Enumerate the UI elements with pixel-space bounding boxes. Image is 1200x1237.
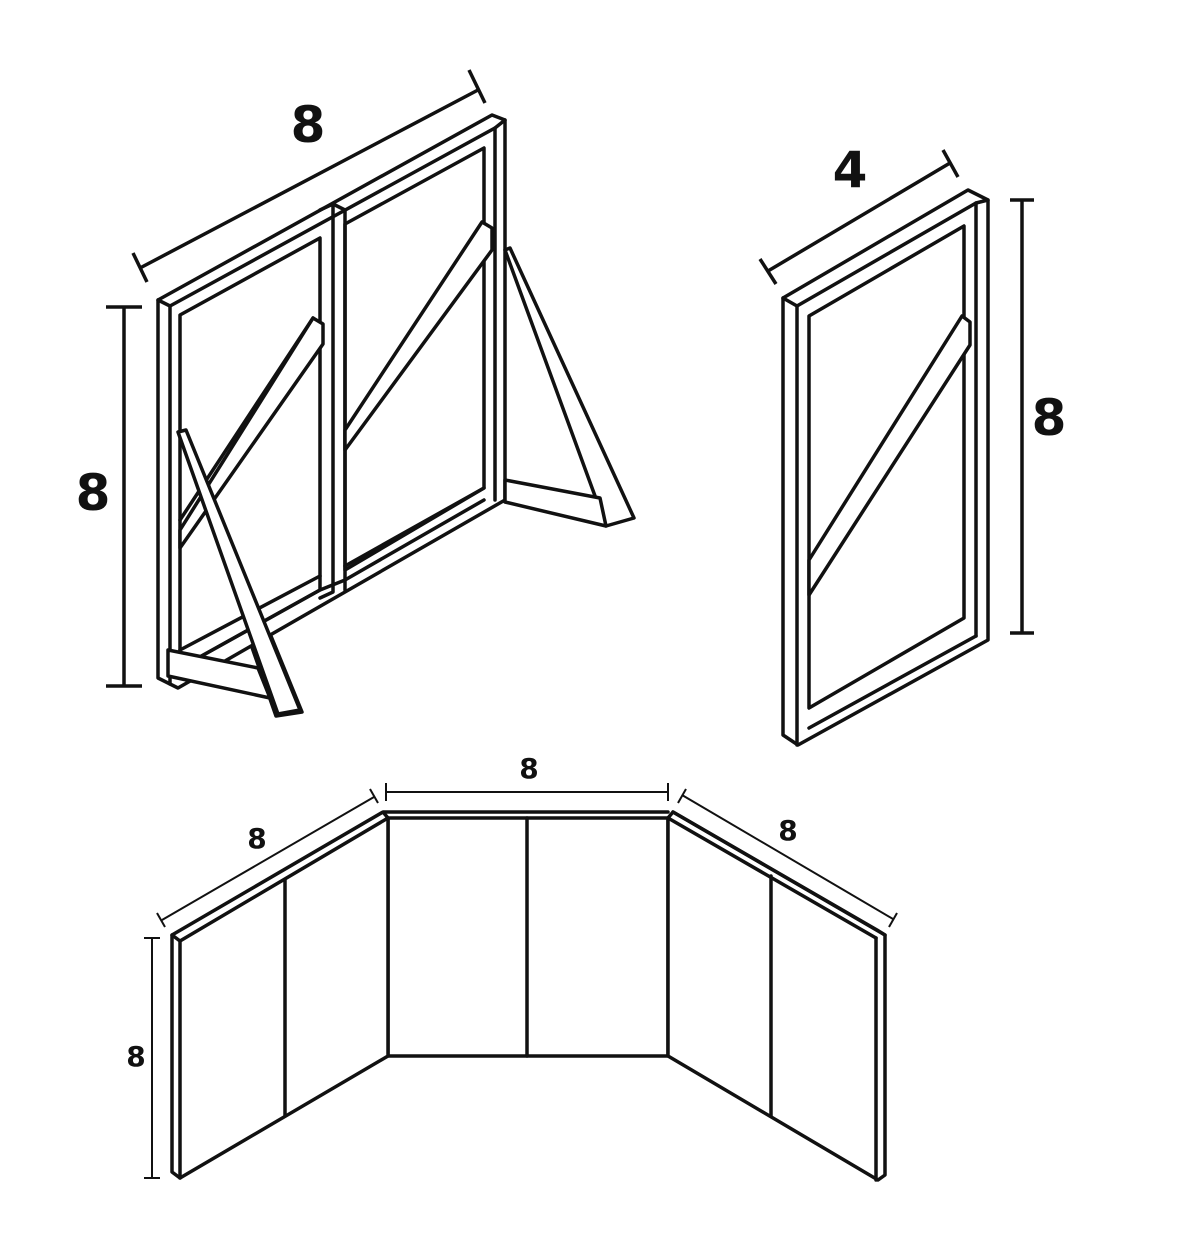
booth-center-width-dimension xyxy=(385,783,669,801)
booth-walls xyxy=(170,810,887,1182)
left-foot xyxy=(166,648,272,700)
single-panel-brace xyxy=(807,314,972,597)
booth-left-width-label: 8 xyxy=(247,822,266,855)
single-panel-height-dimension xyxy=(1010,198,1034,635)
booth-height-label: 8 xyxy=(126,1040,145,1073)
right-wall xyxy=(666,810,887,1182)
double-panel-height-dimension xyxy=(106,305,142,688)
booth-center-width-label: 8 xyxy=(519,752,538,785)
booth-height-dimension xyxy=(144,937,160,1179)
single-panel-height-label: 8 xyxy=(1032,389,1067,447)
right-panel-brace xyxy=(343,220,494,452)
double-panel-width-label: 8 xyxy=(291,96,326,154)
right-diagonal-leg xyxy=(503,246,636,528)
single-panel-frame xyxy=(781,188,990,747)
double-panel-height-label: 8 xyxy=(76,464,111,522)
single-panel-width-label: 4 xyxy=(833,141,868,199)
left-wall xyxy=(170,810,390,1180)
left-leg-front xyxy=(176,428,302,716)
double-panel-width-dimension xyxy=(131,69,487,283)
booth-right-width-label: 8 xyxy=(778,814,797,847)
right-foot xyxy=(503,478,608,528)
booth-left-width-dimension xyxy=(156,788,379,928)
single-panel-width-dimension xyxy=(758,149,960,285)
double-panel-frame xyxy=(156,113,636,718)
booth-right-width-dimension xyxy=(677,788,898,928)
